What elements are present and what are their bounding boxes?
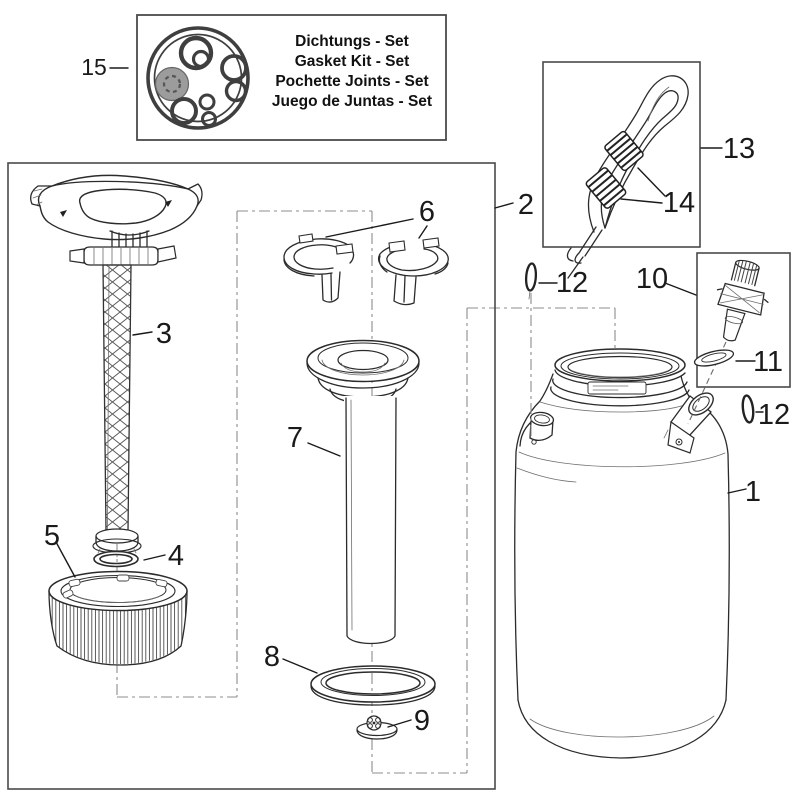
leader-lines [55,67,764,728]
valve-box-group [687,252,791,425]
callout-labels: 1 2 3 4 5 6 7 8 9 10 11 12 12 13 14 15 [44,54,790,737]
pump-handle-rod [30,174,203,558]
callout-6: 6 [419,196,435,228]
callout-13: 13 [723,133,755,165]
gasket-kit-box-group: Dichtungs - Set Gasket Kit - Set Pochett… [136,14,447,141]
clip-left [283,233,355,303]
kit-oring-small-top [191,49,211,69]
callout-2: 2 [518,189,534,221]
kit-title-line-2: Gasket Kit - Set [295,53,410,70]
kit-oring-mid-right [224,79,248,103]
gasket-kit-drawing [146,26,250,130]
strap-buckle-lower [585,167,627,209]
safety-valve-drawing [687,259,769,425]
callout-1: 1 [745,476,761,508]
strap-drawing [566,75,689,279]
callout-14: 14 [663,187,695,219]
callout-12-right: 12 [758,399,790,431]
callout-11: 11 [753,346,783,378]
kit-oring-large-top [178,35,214,71]
tank-gasket-ring [310,665,436,706]
callout-10: 10 [636,263,668,295]
callout-5: 5 [44,520,60,552]
kit-title-line-3: Pochette Joints - Set [275,73,428,90]
callout-9: 9 [414,705,430,737]
tank-port-left [519,411,555,447]
oring-left [524,262,538,292]
kit-oring-small-mid [198,93,216,111]
pump-cylinder [306,339,420,645]
callout-8: 8 [264,641,280,673]
valve-washer [693,349,735,367]
bayonet-clips [283,233,449,306]
wing-nut [356,715,398,740]
strap-buckle-upper [604,130,644,172]
kit-valve-disc [154,66,190,102]
callout-12-left: 12 [556,267,588,299]
centerline-guides-front [530,293,616,438]
kit-oring-small-bottom [201,111,217,127]
assembly-boundary-box [7,162,496,790]
clip-right [377,237,449,306]
callout-7: 7 [287,422,303,454]
callout-15: 15 [81,54,107,80]
oring-right [741,394,755,424]
pump-cap [48,570,188,666]
strap-box-group [542,61,701,279]
callout-4: 4 [168,540,184,572]
rod-oring [93,550,139,568]
small-orings [524,262,755,424]
kit-title-line-1: Dichtungs - Set [295,33,409,50]
tank [514,348,730,759]
kit-title-line-4: Juego de Juntas - Set [272,93,432,110]
callout-3: 3 [156,318,172,350]
kit-oring-bottom-left [170,97,198,125]
